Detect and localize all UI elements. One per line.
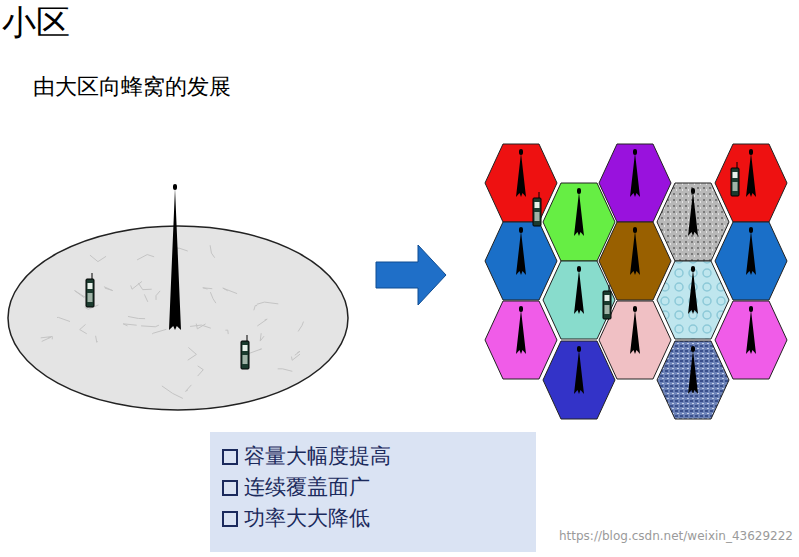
block-arrow (376, 245, 446, 305)
antenna-tower (630, 310, 640, 354)
antenna-tower (746, 231, 756, 275)
base-stations (169, 149, 756, 394)
bullet-text: 容量大幅度提高 (244, 444, 391, 469)
bullet-square (222, 449, 238, 465)
hex-cell (543, 341, 615, 419)
subtitle: 由大区向蜂窝的发展 (33, 72, 231, 102)
antenna-tower (574, 270, 584, 314)
bullet-item: 连续覆盖面广 (222, 475, 524, 500)
hex-cell (485, 144, 557, 222)
cell-grid (485, 144, 787, 419)
hex-cell (715, 144, 787, 222)
antenna-tower (574, 192, 584, 236)
hex-cell (485, 222, 557, 300)
bullet-square (222, 511, 238, 527)
antenna-tower (746, 310, 756, 354)
phone-icon (731, 162, 739, 196)
bullet-item: 容量大幅度提高 (222, 444, 524, 469)
antenna-tower (516, 231, 526, 275)
hex-cell (715, 301, 787, 379)
hex-cell (599, 222, 671, 300)
hex-cell (657, 183, 729, 261)
hex-cell (599, 144, 671, 222)
hex-cell (657, 341, 729, 419)
antenna-tower (516, 310, 526, 354)
antenna-tower (688, 270, 698, 314)
bullet-item: 功率大大降低 (222, 506, 524, 531)
antenna-tower (574, 350, 584, 394)
antenna-tower (630, 153, 640, 197)
hex-cell (657, 261, 729, 339)
antenna-tower (746, 153, 756, 197)
antenna-tower (688, 350, 698, 394)
bullet-text: 功率大大降低 (244, 506, 370, 531)
slide-title: 小区 (2, 0, 70, 46)
bullet-square (222, 480, 238, 496)
antenna-tower (630, 231, 640, 275)
phone-icon (241, 335, 249, 369)
hex-cell (715, 222, 787, 300)
bullet-text: 连续覆盖面广 (244, 475, 370, 500)
antenna-tower (169, 188, 181, 330)
antenna-tower (688, 192, 698, 236)
phone-icon (86, 273, 94, 307)
phone-icon (603, 285, 611, 319)
feature-box: 容量大幅度提高连续覆盖面广功率大大降低 (210, 432, 536, 552)
hex-cell (485, 301, 557, 379)
mobile-phones (86, 162, 739, 369)
phone-icon (533, 192, 541, 226)
watermark: https://blog.csdn.net/weixin_43629222 (559, 529, 793, 543)
antenna-tower (516, 153, 526, 197)
